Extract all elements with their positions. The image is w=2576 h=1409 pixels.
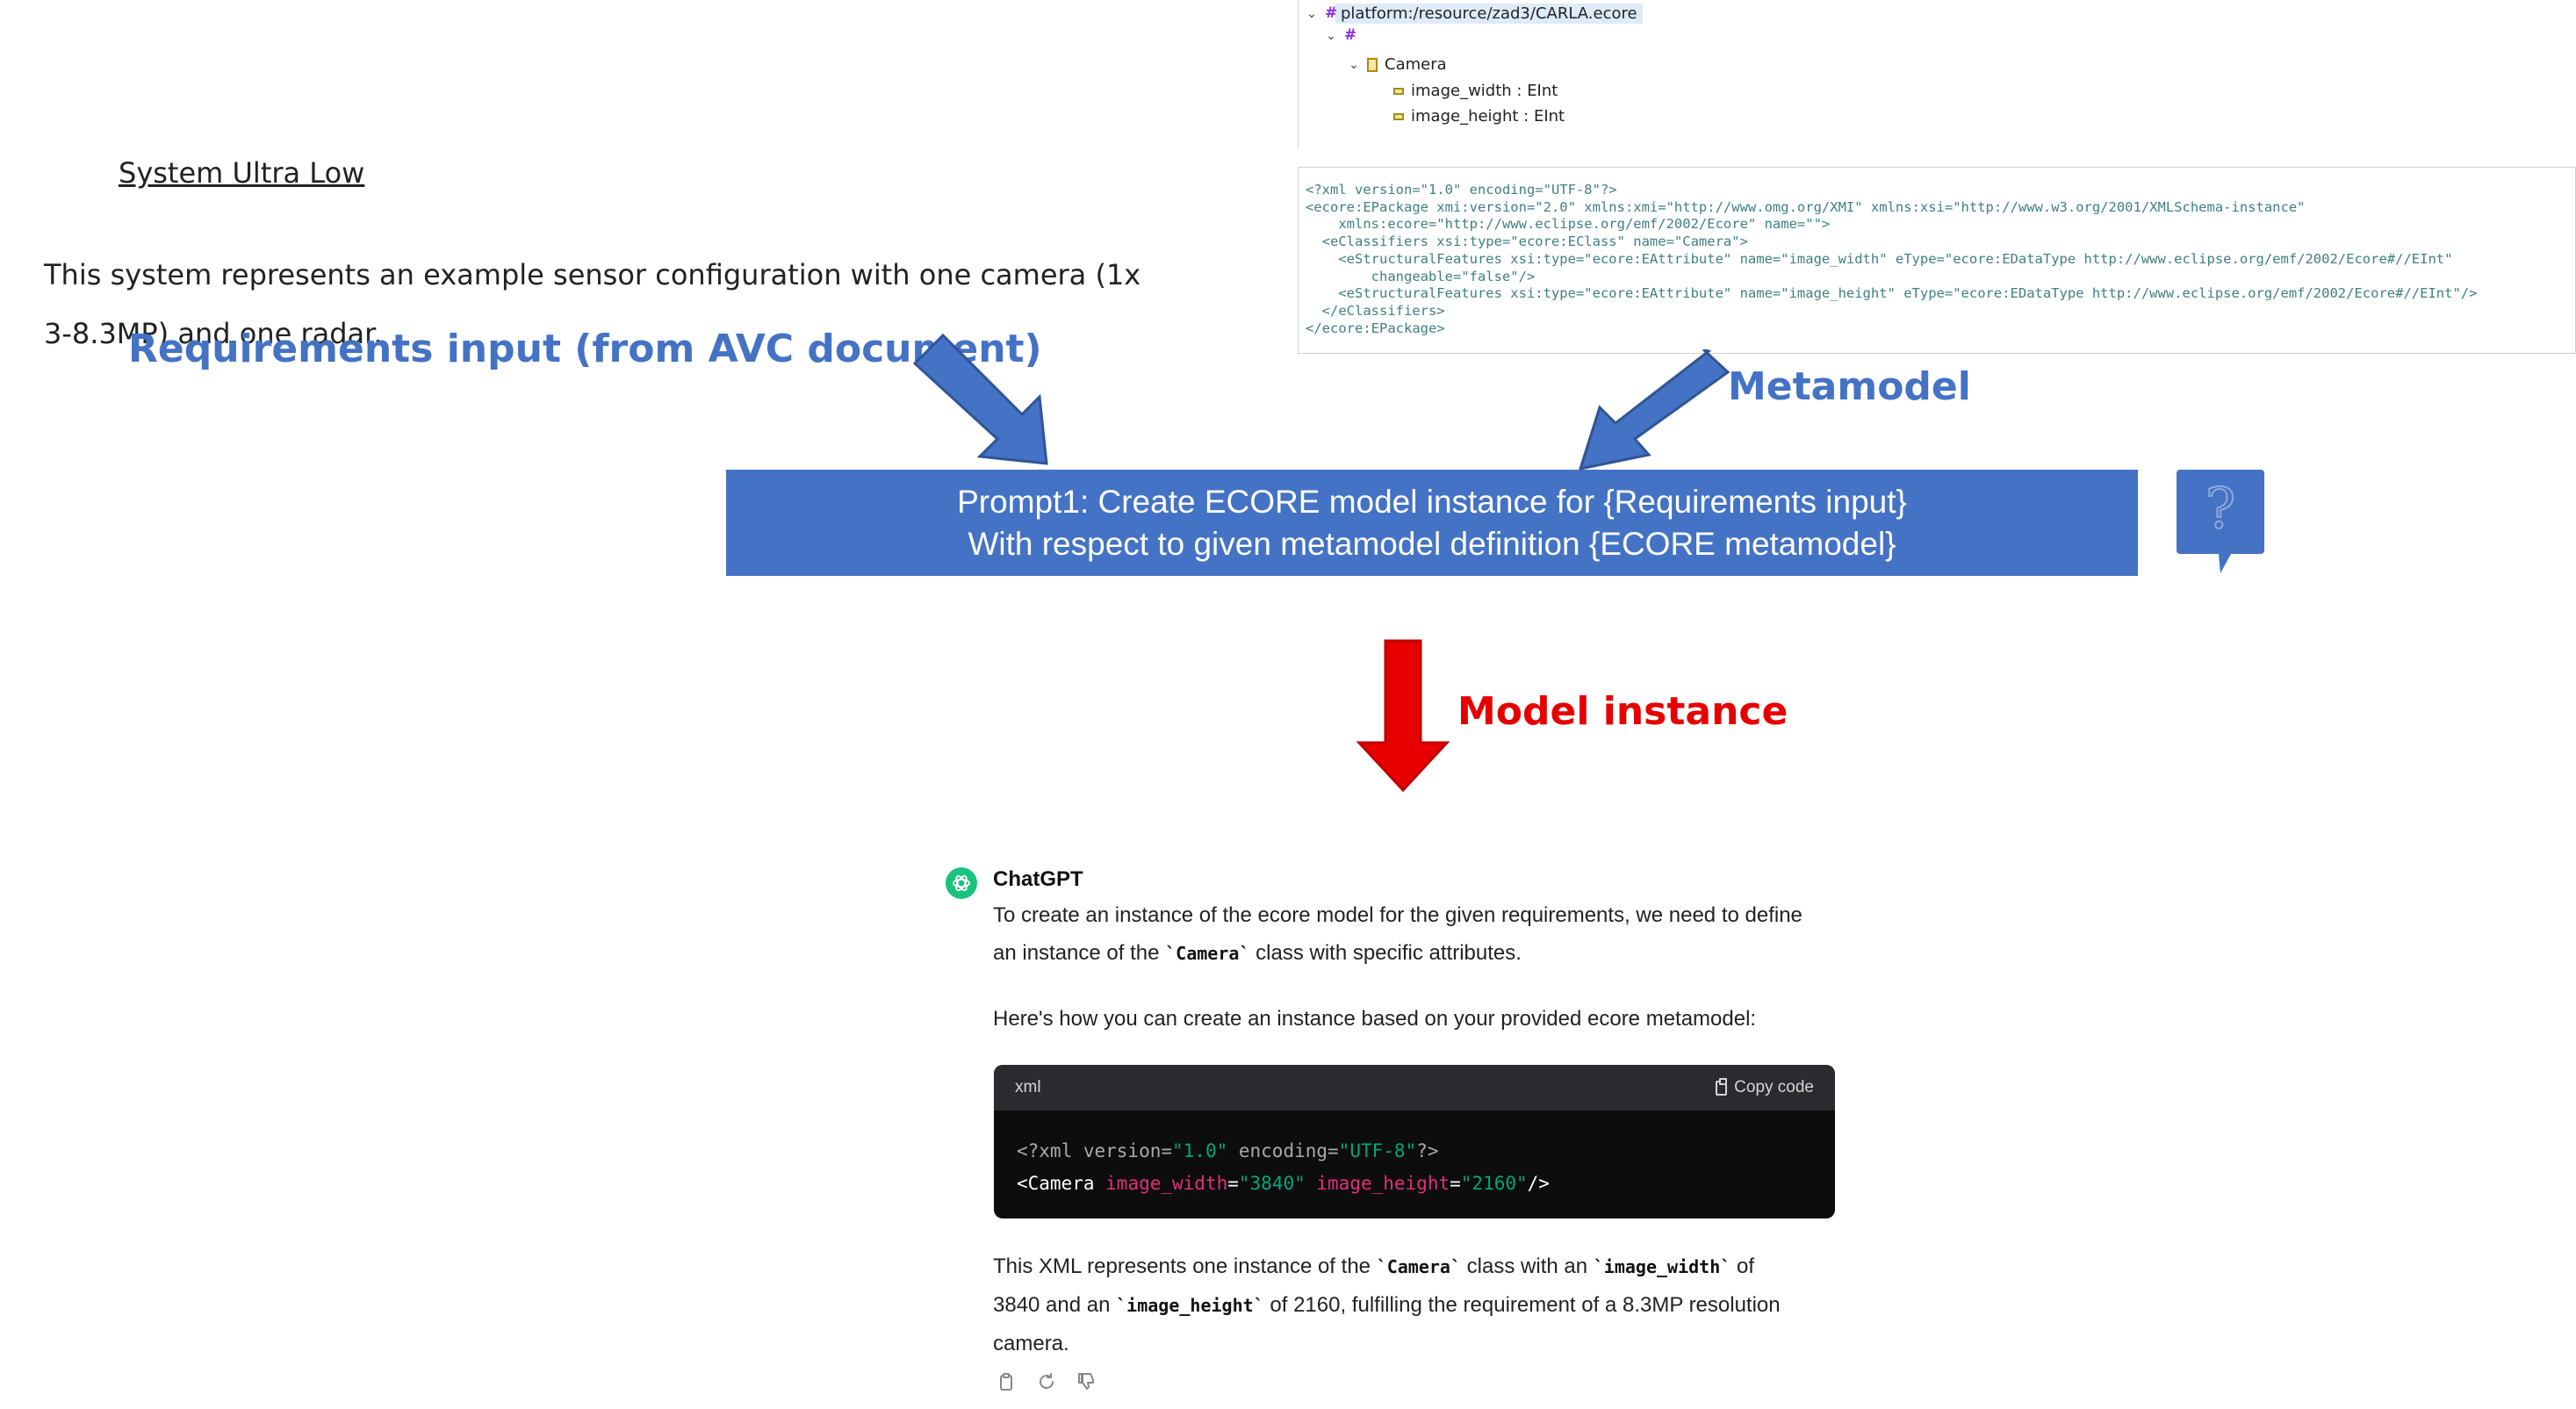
text-span: an instance of the <box>993 941 1166 965</box>
prompt-line-2: With respect to given metamodel definiti… <box>968 525 1896 562</box>
label-metamodel: Metamodel <box>1728 364 1971 409</box>
xmi-line: <eStructuralFeatures xsi:type="ecore:EAt… <box>1306 250 2453 267</box>
text-line: This XML represents one instance of the … <box>993 1247 1836 1286</box>
xmi-line: xmlns:ecore="http://www.eclipse.org/emf/… <box>1306 216 1831 233</box>
ecore-tree-panel: ⌄ platform:/resource/zad3/CARLA.ecore ⌄ … <box>1298 0 1694 149</box>
copy-icon[interactable] <box>996 1371 1017 1392</box>
arrow-requirements-to-prompt <box>913 334 1048 465</box>
text-span: class with specific attributes. <box>1249 941 1522 965</box>
regenerate-icon[interactable] <box>1036 1371 1057 1392</box>
response-paragraph-2: Here's how you can create an instance ba… <box>993 1007 1757 1031</box>
inline-code: `Camera` <box>1376 1256 1462 1277</box>
eattribute-icon <box>1393 87 1404 95</box>
arrow-metamodel-to-prompt <box>1578 349 1730 471</box>
text-span: 3840 and an <box>993 1293 1117 1317</box>
code-line: <?xml version="1.0" encoding="UTF-8"?> <box>1017 1135 1812 1168</box>
code-token: image_height <box>1305 1173 1450 1194</box>
code-line: <Camera image_width="3840" image_height=… <box>1017 1168 1812 1200</box>
tree-class-camera[interactable]: ⌄ Camera <box>1348 55 1447 74</box>
label-model-instance: Model instance <box>1457 689 1788 734</box>
text-line: 3840 and an `image_height` of 2160, fulf… <box>993 1286 1836 1325</box>
clipboard-icon <box>1716 1077 1728 1096</box>
xmi-code-panel: <?xml version="1.0" encoding="UTF-8"?> <… <box>1298 167 2576 354</box>
response-paragraph-3: This XML represents one instance of the … <box>993 1247 1836 1362</box>
code-token: /> <box>1527 1173 1550 1194</box>
code-token: "3840" <box>1238 1173 1306 1194</box>
code-token: <?xml version= <box>1017 1140 1173 1161</box>
inline-code: `image_width` <box>1593 1256 1731 1277</box>
xmi-line: <eStructuralFeatures xsi:type="ecore:EAt… <box>1306 285 2478 302</box>
tree-root[interactable]: ⌄ platform:/resource/zad3/CARLA.ecore <box>1306 4 1643 24</box>
code-token: image_width <box>1094 1173 1228 1194</box>
text-line: To create an instance of the ecore model… <box>993 903 1802 927</box>
text-span: of <box>1731 1254 1754 1278</box>
text-span: of 2160, fulfilling the requirement of a… <box>1263 1293 1781 1317</box>
code-block-body: <?xml version="1.0" encoding="UTF-8"?><C… <box>994 1111 1835 1218</box>
code-language: xml <box>1015 1078 1041 1096</box>
tree-attribute[interactable]: image_height : EInt <box>1393 107 1565 126</box>
question-mark: ? <box>2205 476 2236 543</box>
eclass-icon <box>1367 57 1378 72</box>
text-span: This XML represents one instance of the <box>993 1254 1377 1278</box>
code-token: <Camera <box>1017 1173 1095 1194</box>
tree-class-label: Camera <box>1385 55 1447 74</box>
code-token: = <box>1227 1173 1239 1194</box>
message-actions <box>996 1371 1097 1392</box>
speech-bubble-icon <box>2177 470 2264 573</box>
chatgpt-avatar <box>946 867 977 899</box>
code-token: "UTF-8" <box>1338 1140 1417 1161</box>
prompt-line-1: Prompt1: Create ECORE model instance for… <box>957 483 1907 520</box>
chatgpt-name: ChatGPT <box>993 867 1083 891</box>
xmi-line: <?xml version="1.0" encoding="UTF-8"?> <box>1306 182 1617 198</box>
copy-code-button[interactable]: Copy code <box>1716 1077 1814 1097</box>
arrow-prompt-to-model <box>1356 639 1450 793</box>
code-token: = <box>1450 1173 1461 1194</box>
code-token: "1.0" <box>1172 1140 1228 1161</box>
tree-attribute-label: image_width : EInt <box>1411 82 1558 100</box>
copy-code-label: Copy code <box>1734 1078 1814 1096</box>
chevron-down-icon[interactable]: ⌄ <box>1326 29 1336 43</box>
code-token: "2160" <box>1460 1173 1528 1194</box>
text-line: an instance of the `Camera` class with s… <box>993 934 1836 973</box>
inline-code: `image_height` <box>1116 1295 1264 1316</box>
xmi-line: </eClassifiers> <box>1306 302 1445 319</box>
code-token: encoding= <box>1227 1140 1339 1161</box>
xmi-line: </ecore:EPackage> <box>1306 320 1445 336</box>
tree-package[interactable]: ⌄ <box>1325 26 1356 44</box>
text-line: camera. <box>993 1332 1069 1355</box>
xmi-line: changeable="false"/> <box>1306 268 1536 284</box>
chevron-down-icon[interactable]: ⌄ <box>1306 6 1317 21</box>
openai-logo-icon <box>953 875 970 891</box>
code-block-header: xml Copy code <box>994 1065 1835 1111</box>
xmi-line: <eClassifiers xsi:type="ecore:EClass" na… <box>1306 234 1748 250</box>
question-callout: ? <box>2177 470 2264 575</box>
response-paragraph-1: To create an instance of the ecore model… <box>993 896 1836 973</box>
requirements-title: System Ultra Low <box>119 156 365 190</box>
eattribute-icon <box>1393 112 1404 120</box>
xmi-line: <ecore:EPackage xmi:version="2.0" xmlns:… <box>1306 198 2306 215</box>
chevron-down-icon[interactable]: ⌄ <box>1349 57 1359 72</box>
text-span: class with an <box>1461 1254 1594 1278</box>
inline-code: `Camera` <box>1165 943 1250 964</box>
tree-root-label: platform:/resource/zad3/CARLA.ecore <box>1335 4 1643 24</box>
label-requirements-input: Requirements input (from AVC document) <box>128 327 1042 371</box>
tree-attribute[interactable]: image_width : EInt <box>1393 82 1558 100</box>
code-block: xml Copy code <?xml version="1.0" encodi… <box>994 1065 1835 1218</box>
package-icon <box>1344 26 1356 44</box>
prompt-box: Prompt1: Create ECORE model instance for… <box>726 470 2138 576</box>
requirements-body: This system represents an example sensor… <box>44 258 1141 350</box>
thumbs-down-icon[interactable] <box>1076 1371 1097 1392</box>
tree-attribute-label: image_height : EInt <box>1411 107 1565 126</box>
code-token: ?> <box>1416 1140 1439 1161</box>
